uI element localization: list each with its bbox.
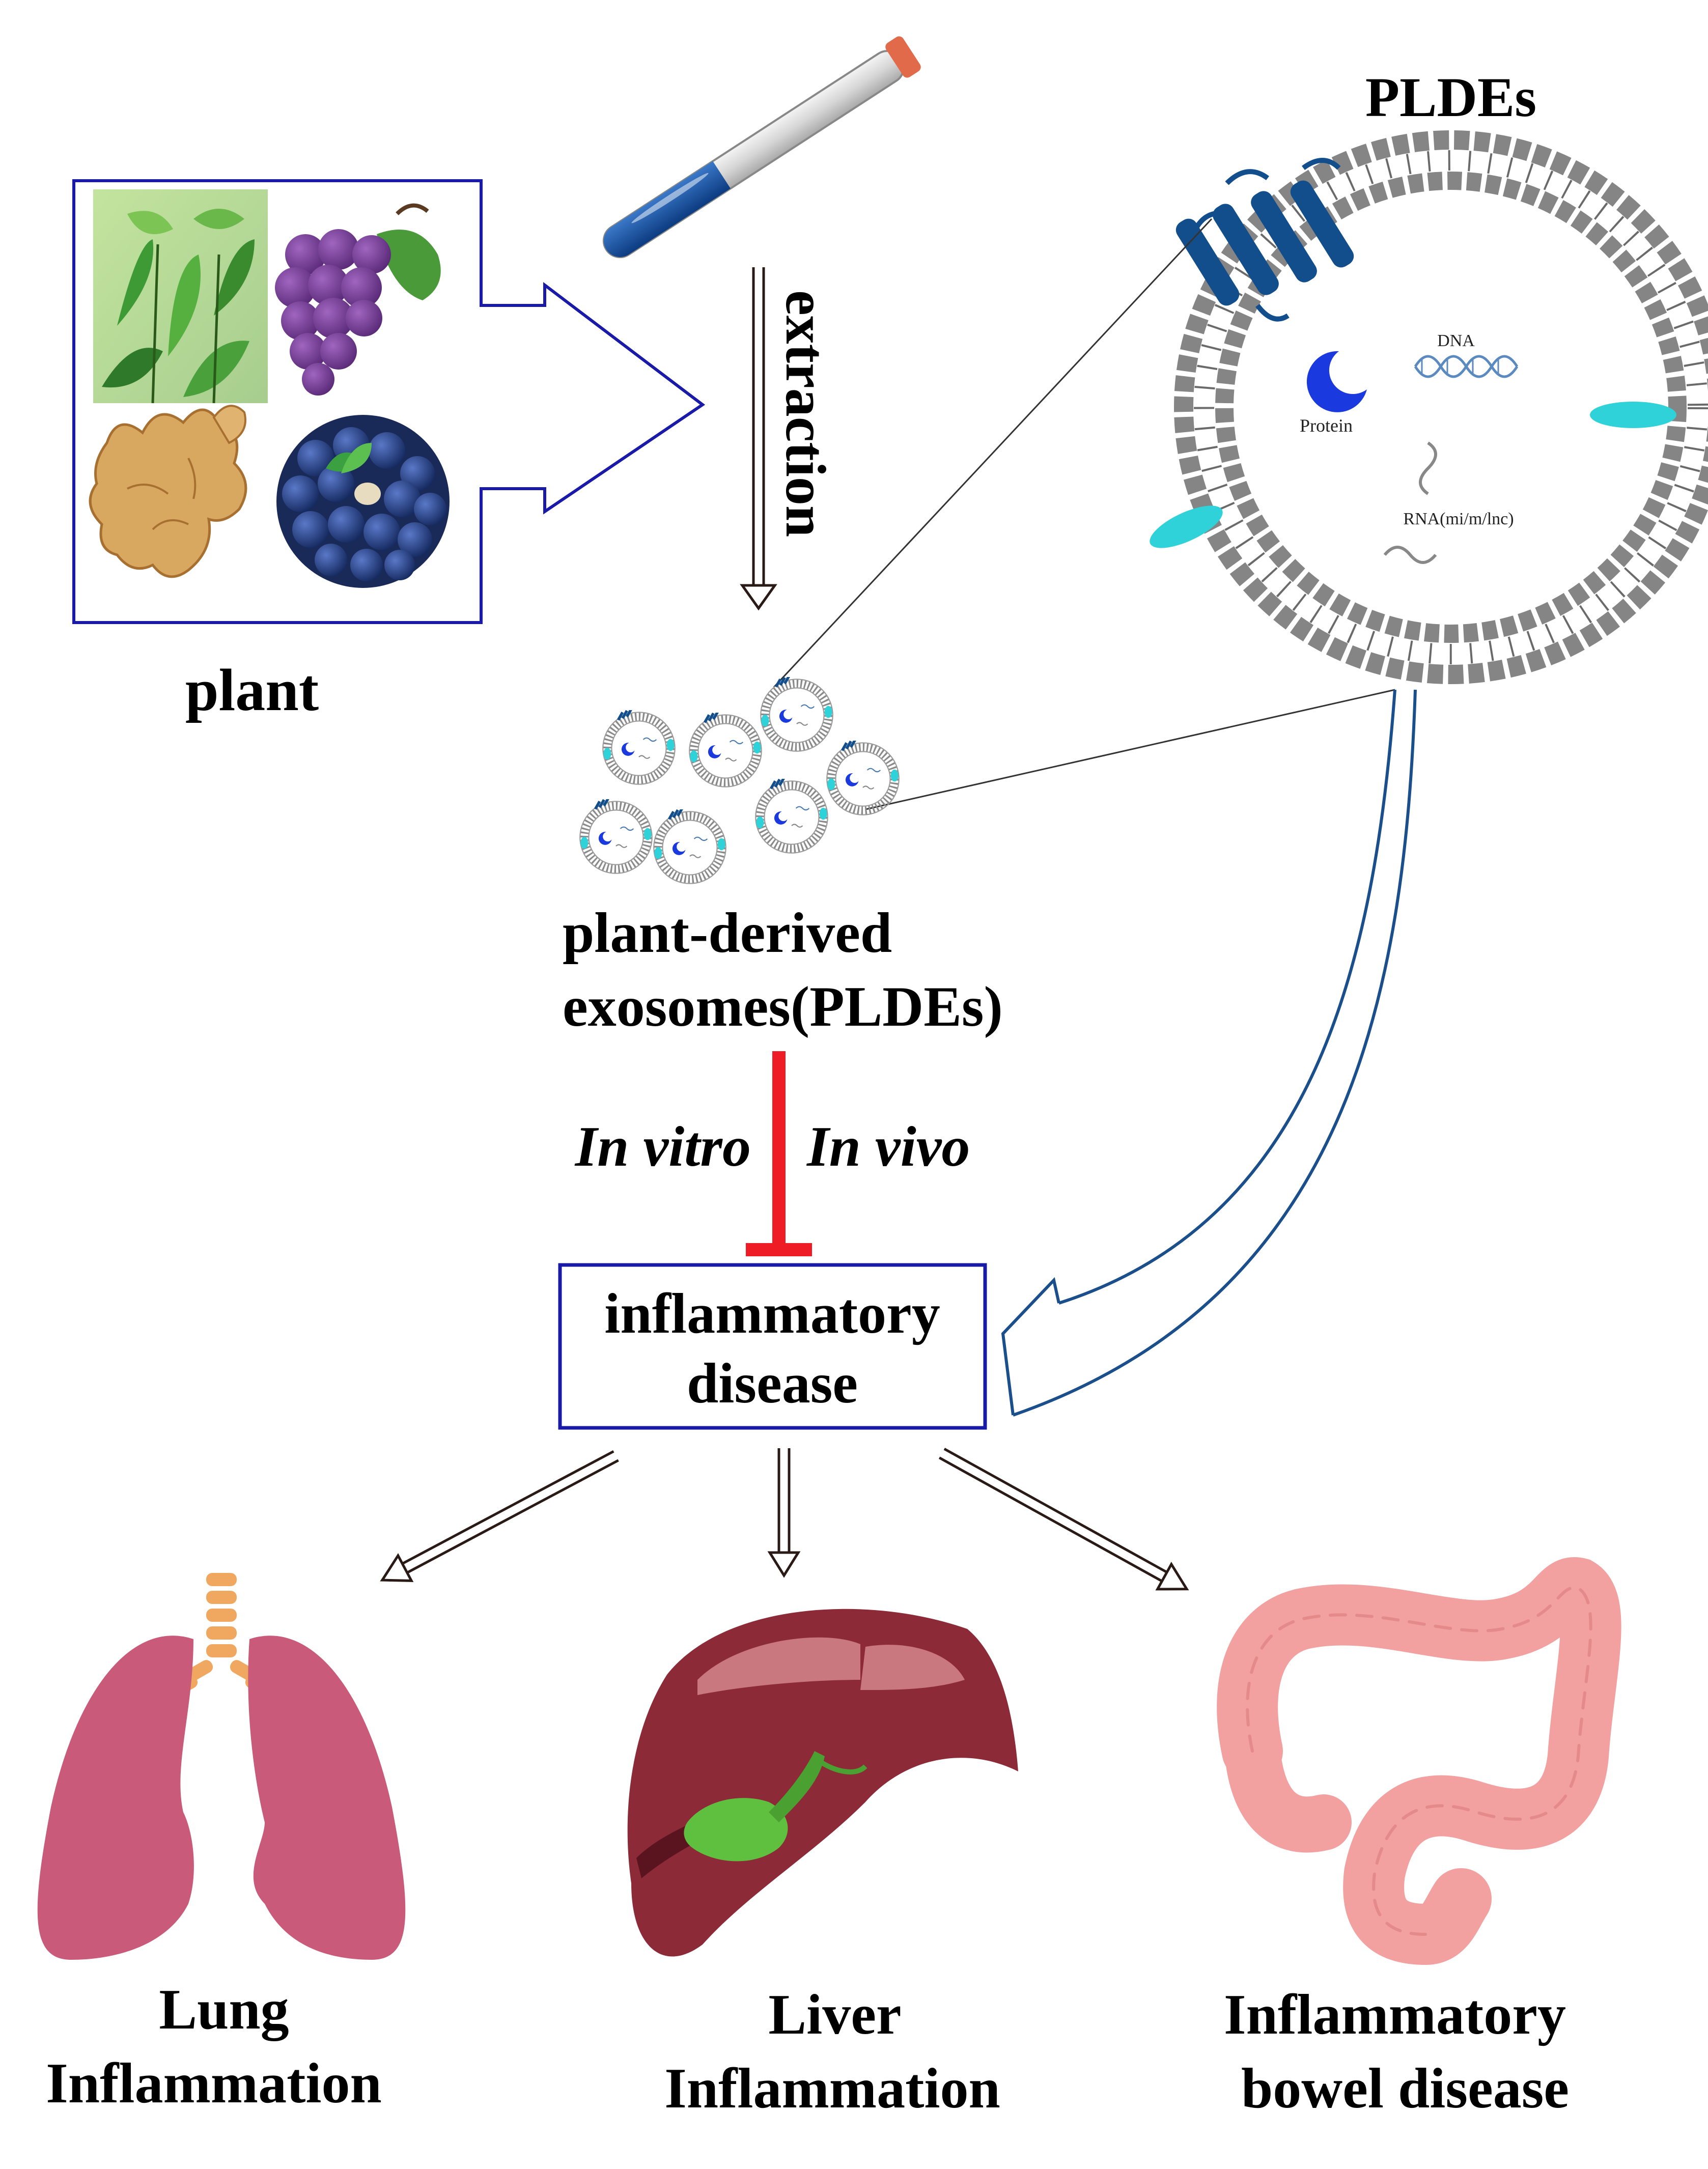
channel-protein-left [1150, 505, 1223, 548]
disease-label-line1: inflammatory [604, 1282, 940, 1345]
exosome-icon [654, 808, 725, 884]
lung-label-line2: Inflammation [46, 2052, 382, 2115]
exosome-icon [827, 740, 899, 815]
exosome-icon [603, 709, 675, 784]
disease-label-line2: disease [687, 1352, 858, 1415]
rna-label: RNA(mi/m/lnc) [1403, 510, 1514, 528]
lung-label-line1: Lung [159, 1978, 289, 2041]
exosome-icon [755, 778, 827, 853]
protein-label: Protein [1300, 415, 1353, 436]
curved-arrow [1001, 689, 1417, 1417]
channel-protein-right [1590, 402, 1676, 428]
dna-label: DNA [1437, 331, 1475, 350]
exosome-icon [689, 712, 761, 787]
dna-icon [1414, 355, 1519, 378]
rna-squiggle-2 [1383, 546, 1437, 564]
grape-icon [275, 203, 441, 396]
ibd-label-line2: bowel disease [1241, 2057, 1569, 2120]
in-vivo-label: In vivo [806, 1115, 970, 1178]
plant-label: plant [185, 657, 319, 723]
protein-icon [1306, 351, 1367, 412]
extraction-label: extraction [774, 290, 837, 537]
pldes-title: PLDEs [1365, 66, 1536, 128]
liver-icon [627, 1609, 1018, 1957]
exosome-icon [761, 676, 832, 751]
extraction-arrow [740, 267, 777, 611]
ibd-label-line1: Inflammatory [1224, 1983, 1566, 2046]
exosome-icon [580, 798, 652, 874]
liver-label-line2: Inflammation [664, 2057, 1000, 2120]
intestine-icon [1217, 1557, 1621, 1965]
zoom-line-bottom [865, 689, 1395, 810]
lung-icon [37, 1573, 406, 1960]
plant-box [72, 179, 706, 624]
in-vitro-label: In vitro [574, 1115, 751, 1178]
exosomes-label-line1: plant-derived [563, 902, 892, 965]
disease-box [558, 1263, 987, 1430]
exosome-detail: Protein DNA RNA(mi/m/lnc) [1150, 130, 1708, 684]
outcome-arrows [380, 1448, 1189, 1591]
ginger-icon [89, 405, 247, 578]
liver-label-line1: Liver [768, 1983, 901, 2046]
zoom-line-top [773, 218, 1213, 688]
inhibition-arrow [746, 1051, 812, 1256]
blueberry-icon [276, 415, 450, 588]
test-tube-icon [602, 36, 921, 259]
exosomes-label-line2: exosomes(PLDEs) [563, 975, 1003, 1038]
exosome-cluster [580, 676, 899, 884]
rna-icon [1419, 441, 1437, 495]
tea-leaves-photo [93, 189, 268, 404]
